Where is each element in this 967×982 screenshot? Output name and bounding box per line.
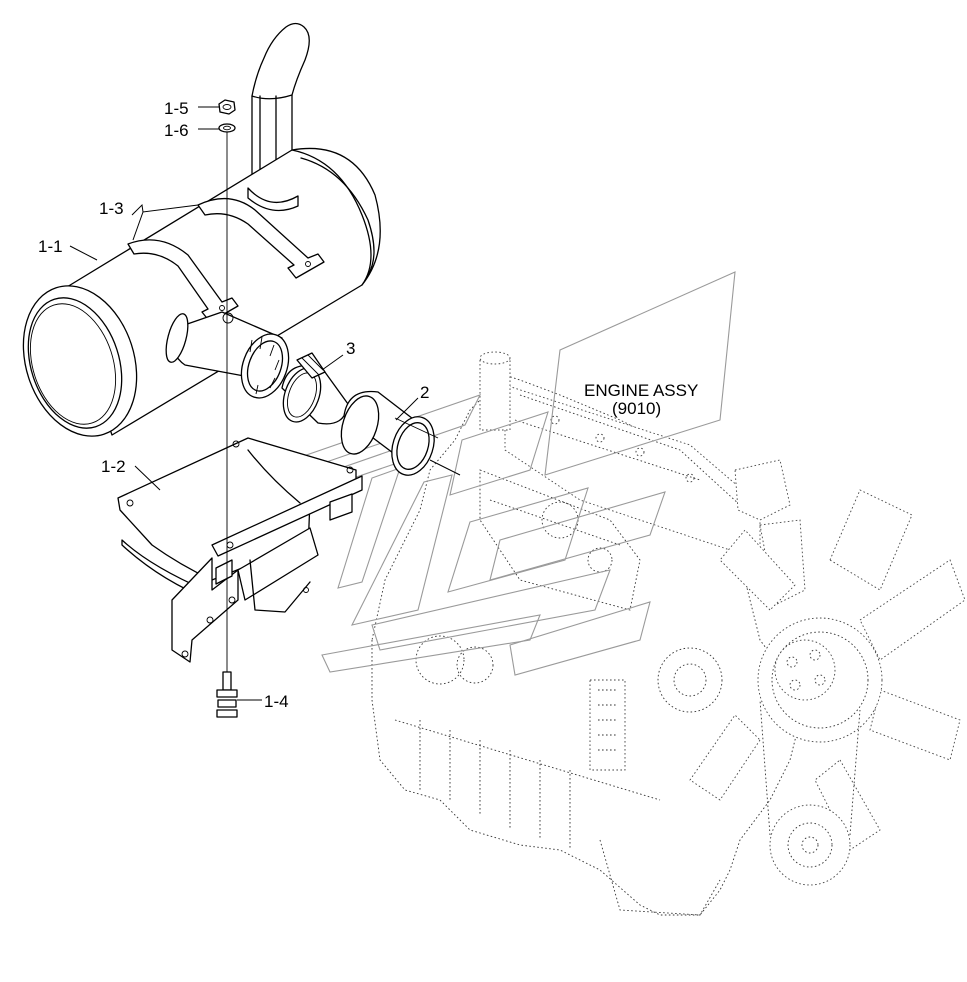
label-engine-assy: ENGINE ASSY	[584, 381, 698, 400]
nut-1-5	[218, 99, 236, 115]
pipe-clamp-3	[281, 352, 349, 425]
label-part-1-4: 1-4	[264, 692, 289, 711]
label-part-1-1: 1-1	[38, 237, 63, 256]
callout-labels: 1-5 1-6 1-3 1-1 1-2 1-4 3 2 ENGINE ASSY …	[38, 99, 698, 711]
muffler-body	[22, 147, 381, 437]
label-engine-code: (9010)	[612, 399, 661, 418]
mounting-bracket	[117, 437, 363, 663]
label-part-1-6: 1-6	[164, 121, 189, 140]
outlet-pipe	[165, 311, 290, 399]
label-part-1-5: 1-5	[164, 99, 189, 118]
label-part-1-3: 1-3	[99, 199, 124, 218]
hardware-stack	[216, 99, 238, 718]
bolt-1-4	[216, 671, 238, 718]
label-part-3: 3	[346, 339, 355, 358]
engine-assembly	[371, 351, 966, 916]
label-part-2: 2	[420, 383, 429, 402]
exhaust-pipe-2	[340, 390, 439, 476]
washer-1-6	[218, 123, 236, 133]
label-part-1-2: 1-2	[101, 457, 126, 476]
engine-fan	[689, 489, 966, 851]
leader-lines	[69, 106, 461, 701]
